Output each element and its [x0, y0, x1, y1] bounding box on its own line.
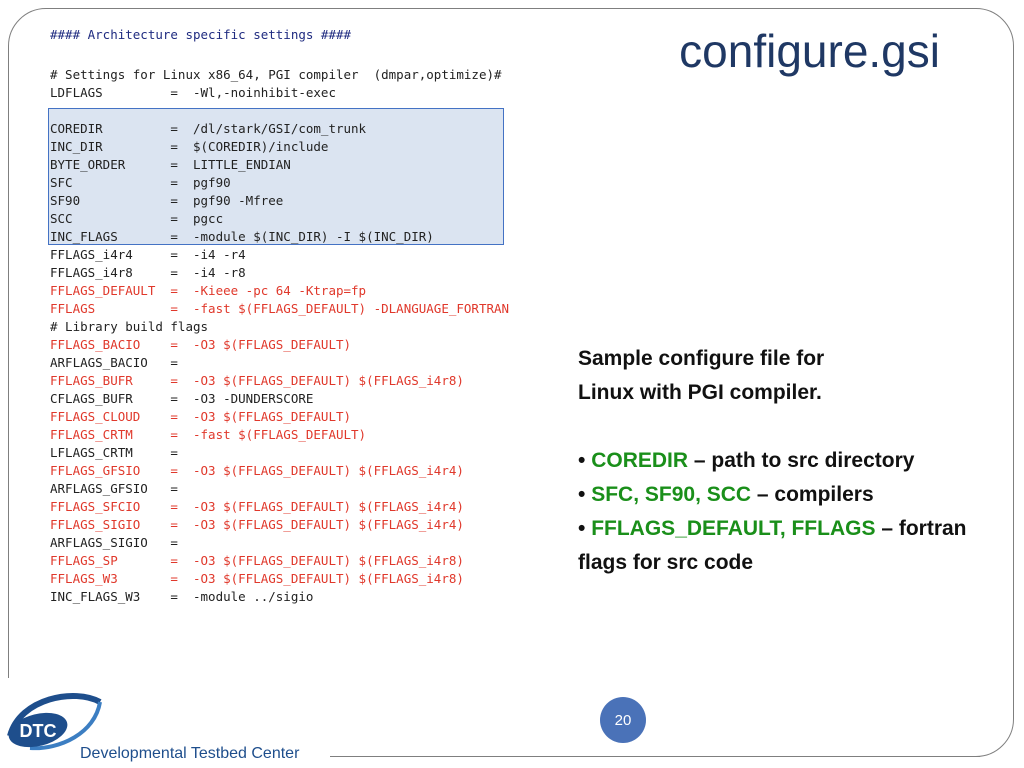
logo-text: DTC	[20, 721, 57, 741]
intro-line-2: Linux with PGI compiler.	[578, 381, 822, 404]
bullet-text: – compilers	[751, 483, 874, 506]
bullet-fflags: • FFLAGS_DEFAULT, FFLAGS – fortran	[578, 512, 967, 546]
slide-title: configure.gsi	[679, 25, 940, 77]
bullet-fflags-cont: flags for src code	[578, 551, 754, 574]
code-line: FFLAGS_GFSIO = -O3 $(FFLAGS_DEFAULT) $(F…	[50, 463, 464, 478]
code-line: CFLAGS_BUFR = -O3 -DUNDERSCORE	[50, 391, 314, 406]
code-line: FFLAGS_CLOUD = -O3 $(FFLAGS_DEFAULT)	[50, 409, 352, 424]
code-line: SFC = pgf90	[50, 175, 231, 190]
code-line: INC_FLAGS_W3 = -module ../sigio	[50, 589, 314, 604]
code-line: SCC = pgcc	[50, 211, 224, 226]
code-line: FFLAGS_BACIO = -O3 $(FFLAGS_DEFAULT)	[50, 337, 352, 352]
code-line: FFLAGS_SP = -O3 $(FFLAGS_DEFAULT) $(FFLA…	[50, 553, 464, 568]
code-line: ARFLAGS_SIGIO =	[50, 535, 178, 550]
code-line: COREDIR = /dl/stark/GSI/com_trunk	[50, 121, 367, 136]
code-line: FFLAGS_CRTM = -fast $(FFLAGS_DEFAULT)	[50, 427, 367, 442]
code-line: INC_DIR = $(COREDIR)/include	[50, 139, 329, 154]
bullet-key: SFC, SF90, SCC	[591, 483, 752, 506]
bullet-compilers: • SFC, SF90, SCC – compilers	[578, 478, 874, 512]
bullet-coredir: • COREDIR – path to src directory	[578, 444, 914, 478]
code-listing: #### Architecture specific settings ####…	[50, 26, 610, 606]
code-line: FFLAGS_W3 = -O3 $(FFLAGS_DEFAULT) $(FFLA…	[50, 571, 464, 586]
code-line: FFLAGS_i4r8 = -i4 -r8	[50, 265, 246, 280]
code-line: FFLAGS_SFCIO = -O3 $(FFLAGS_DEFAULT) $(F…	[50, 499, 464, 514]
code-line: BYTE_ORDER = LITTLE_ENDIAN	[50, 157, 291, 172]
bullet-text: – path to src directory	[688, 449, 915, 472]
bullet-key: COREDIR	[591, 449, 689, 472]
code-line: INC_FLAGS = -module $(INC_DIR) -I $(INC_…	[50, 229, 434, 244]
code-line: LFLAGS_CRTM =	[50, 445, 178, 460]
code-line: # Library build flags	[50, 319, 209, 334]
code-line: ARFLAGS_GFSIO =	[50, 481, 178, 496]
dtc-logo-icon: DTC	[7, 693, 102, 751]
code-line: LDFLAGS = -Wl,-noinhibit-exec	[50, 85, 336, 100]
code-line: FFLAGS_SIGIO = -O3 $(FFLAGS_DEFAULT) $(F…	[50, 517, 464, 532]
bullet-char: •	[578, 449, 586, 472]
bullet-key: FFLAGS_DEFAULT, FFLAGS	[591, 517, 876, 540]
footer-org: Developmental Testbed Center	[80, 745, 300, 762]
bullet-text: – fortran	[875, 517, 967, 540]
bullet-char: •	[578, 483, 586, 506]
code-line: #### Architecture specific settings ####	[50, 27, 352, 42]
footer-divider	[330, 756, 980, 757]
page-number-badge: 20	[600, 697, 646, 743]
code-line: FFLAGS_i4r4 = -i4 -r4	[50, 247, 246, 262]
bullet-char: •	[578, 517, 586, 540]
code-line: ARFLAGS_BACIO =	[50, 355, 178, 370]
code-line: # Settings for Linux x86_64, PGI compile…	[50, 67, 502, 82]
code-line: FFLAGS_BUFR = -O3 $(FFLAGS_DEFAULT) $(FF…	[50, 373, 464, 388]
code-line: SF90 = pgf90 -Mfree	[50, 193, 284, 208]
code-line: FFLAGS_DEFAULT = -Kieee -pc 64 -Ktrap=fp	[50, 283, 367, 298]
code-line: FFLAGS = -fast $(FFLAGS_DEFAULT) -DLANGU…	[50, 301, 510, 316]
highlight-box	[48, 108, 504, 245]
intro-line-1: Sample configure file for	[578, 347, 825, 370]
